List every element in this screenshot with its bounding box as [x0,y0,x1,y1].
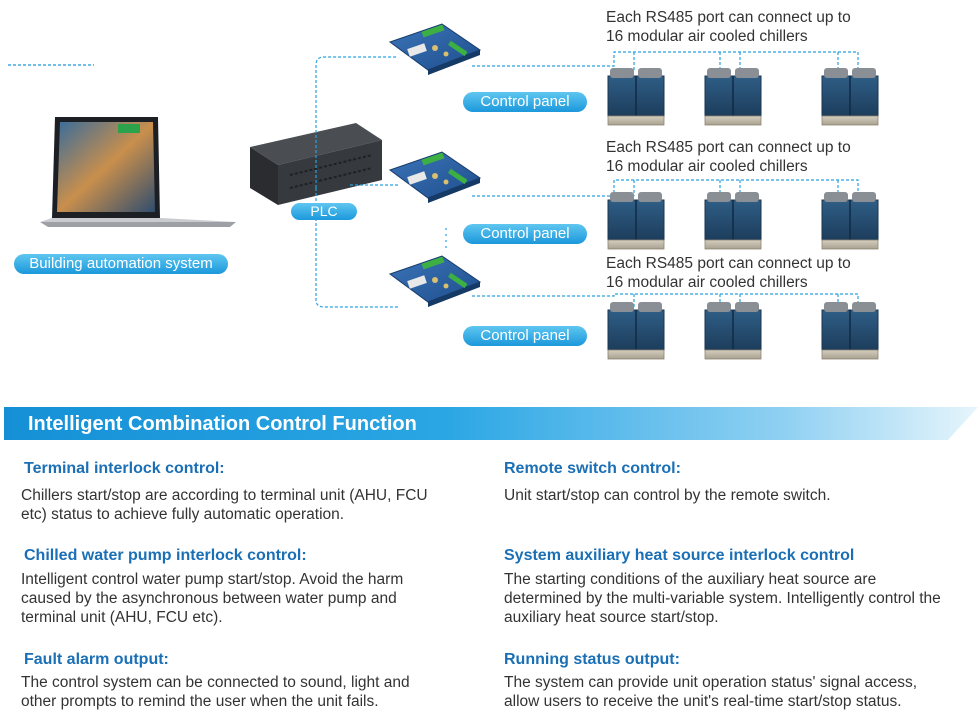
control-board-icon [389,255,481,308]
network-lines [315,51,859,308]
rs485-note: Each RS485 port can connect up to 16 mod… [606,139,851,175]
feature-heading: Fault alarm output: [24,651,169,668]
control-board-icon [389,151,481,204]
plc-device-icon [250,123,382,205]
chiller-icon [704,67,762,126]
feature-heading: Running status output: [504,651,680,668]
chiller-icon [821,301,879,360]
feature-body: Intelligent control water pump start/sto… [21,571,404,626]
chiller-icon [704,301,762,360]
feature-heading: Remote switch control: [504,460,681,477]
control-board-icon [389,23,481,76]
system-diagram [8,23,879,360]
chiller-icon [821,67,879,126]
plc-label: PLC [291,203,357,220]
control-panel-label: Control panel [463,92,587,112]
feature-body: Chillers start/stop are according to ter… [21,487,428,523]
chiller-icon [821,191,879,250]
rs485-note: Each RS485 port can connect up to 16 mod… [606,255,851,291]
section-banner [4,407,978,440]
chiller-icon [607,191,665,250]
feature-heading: Terminal interlock control: [24,460,225,477]
control-panel-label: Control panel [463,224,587,244]
chiller-icon [607,301,665,360]
feature-body: The control system can be connected to s… [21,674,410,710]
laptop-icon [40,117,236,227]
feature-body: The starting conditions of the auxiliary… [504,571,941,626]
feature-heading: Chilled water pump interlock control: [24,547,307,564]
chiller-icon [607,67,665,126]
feature-body: Unit start/stop can control by the remot… [504,487,831,504]
feature-heading: System auxiliary heat source interlock c… [504,547,855,564]
chiller-icon [704,191,762,250]
rs485-note: Each RS485 port can connect up to 16 mod… [606,9,851,45]
building-automation-label: Building automation system [14,254,228,274]
section-title: Intelligent Combination Control Function [28,413,417,435]
feature-body: The system can provide unit operation st… [504,674,918,710]
control-panel-label: Control panel [463,326,587,346]
